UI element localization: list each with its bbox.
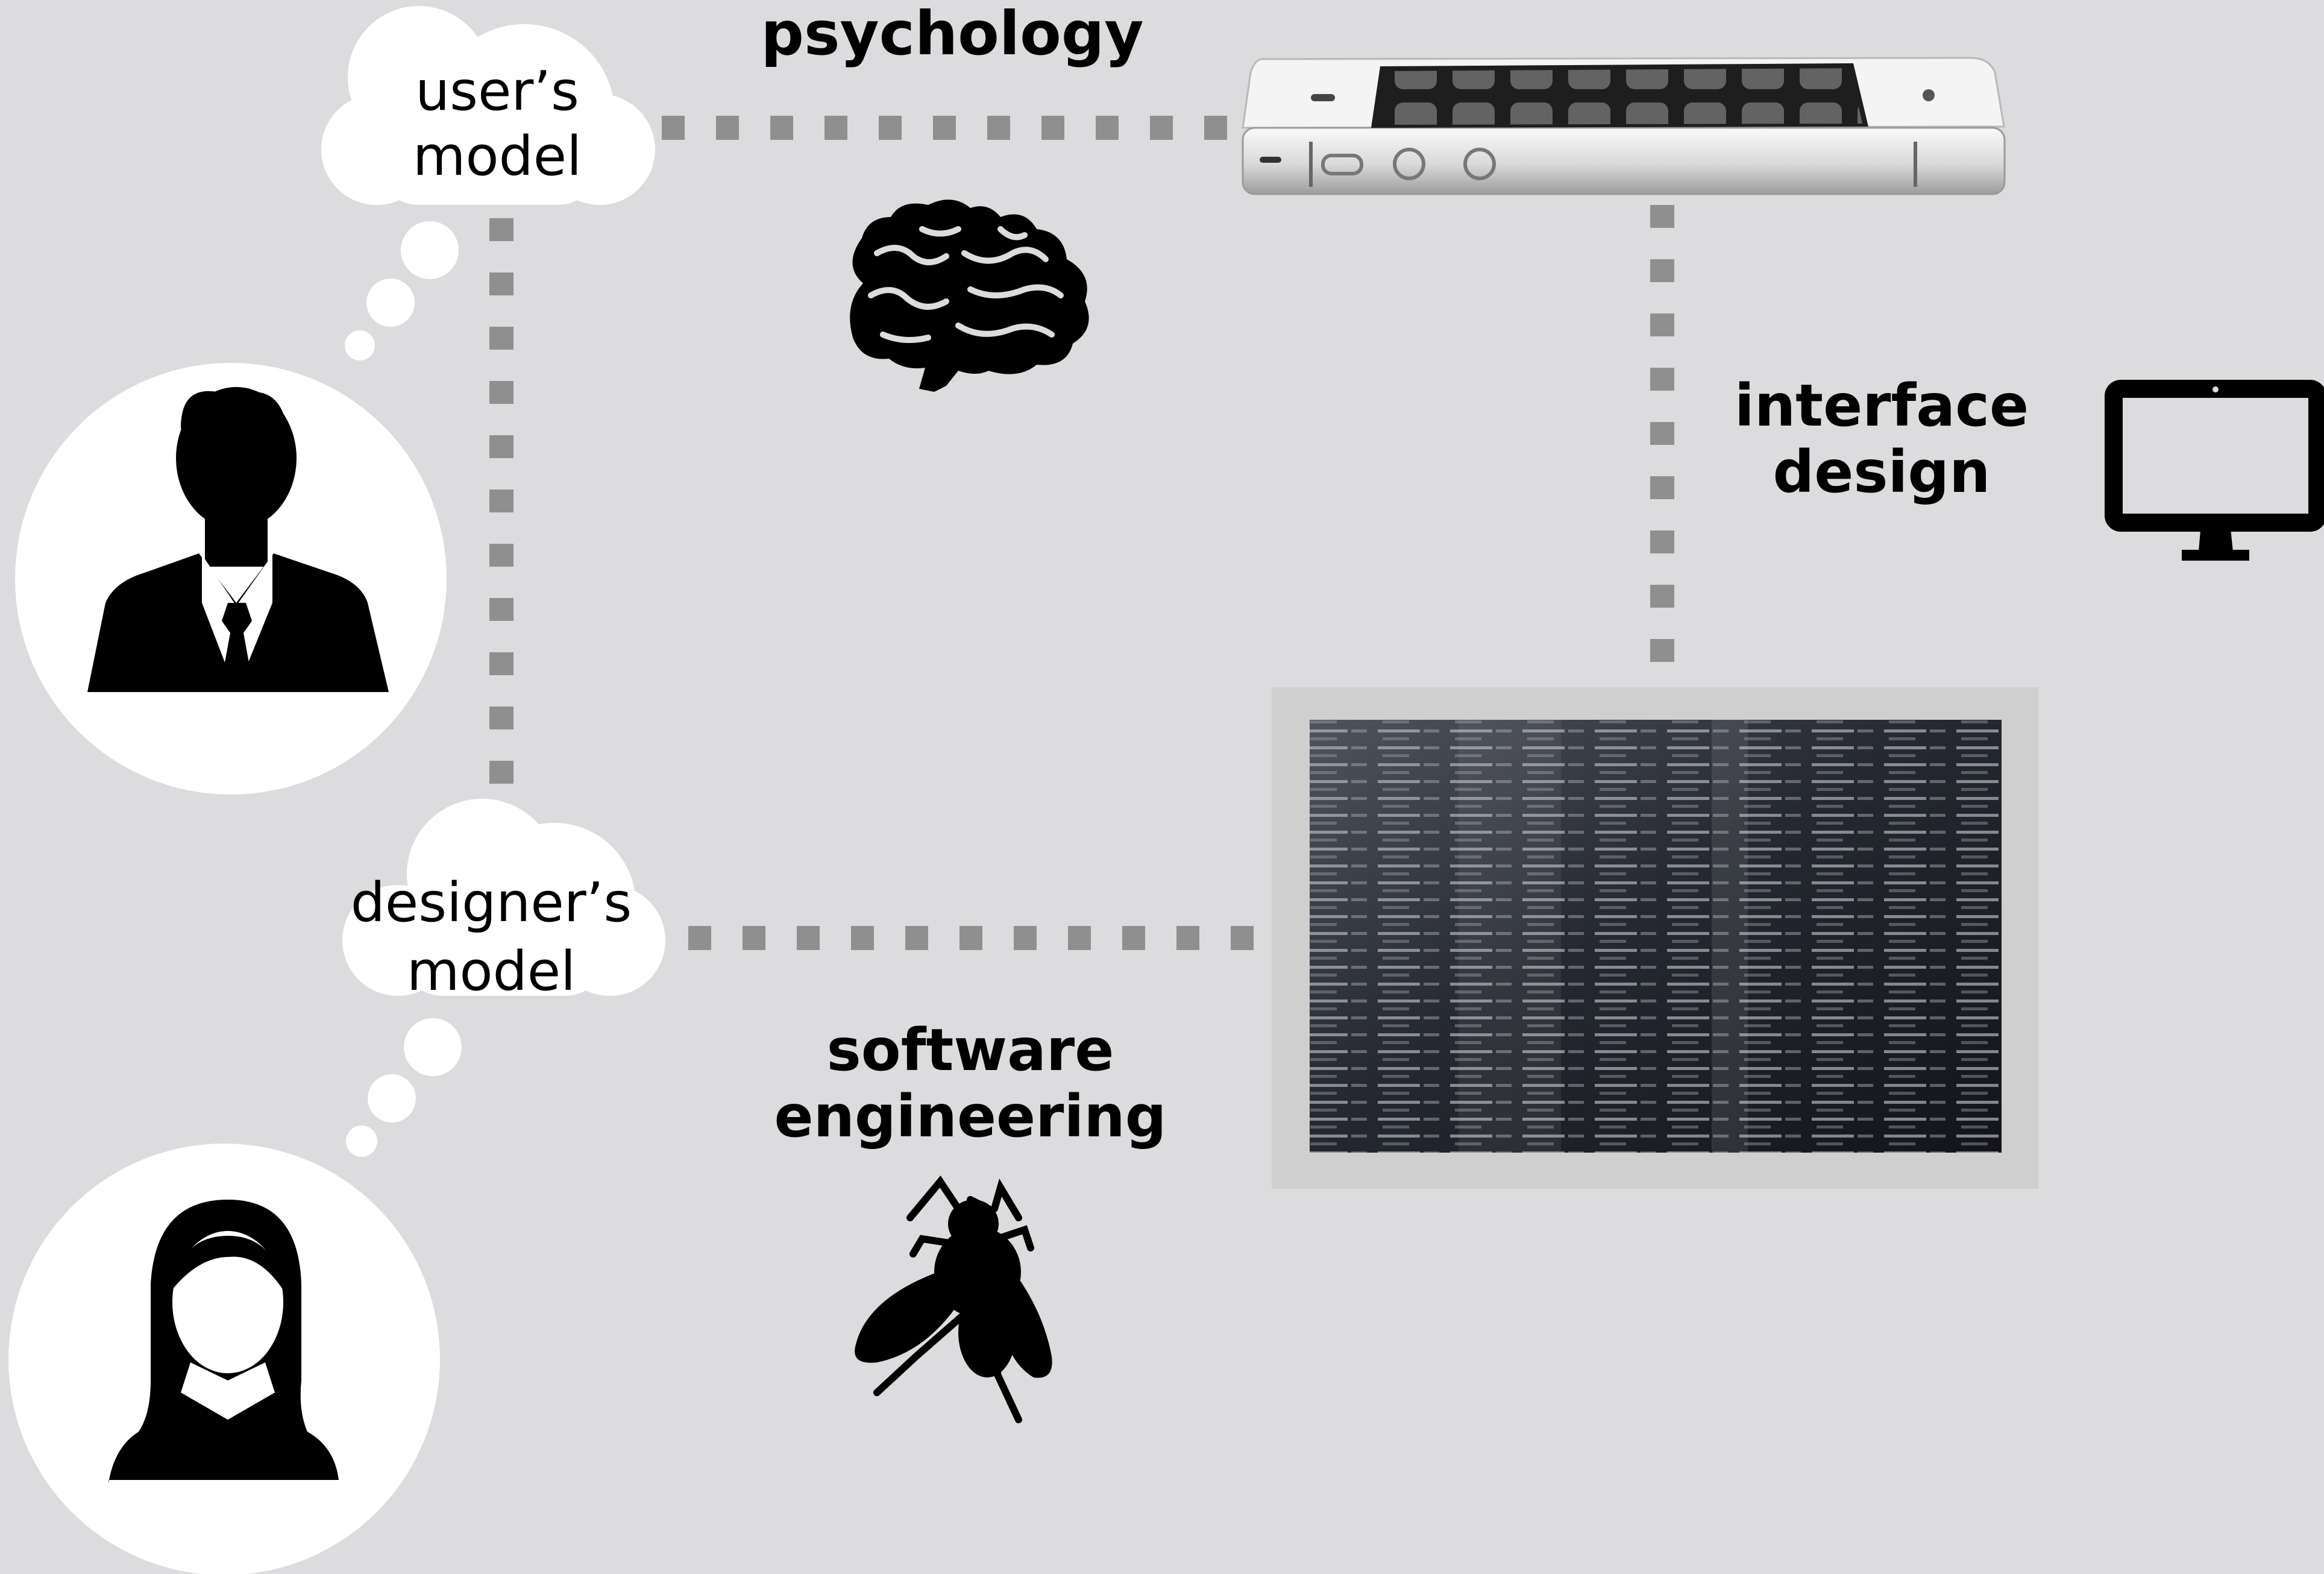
designers-model-label-line1: designer’s: [351, 871, 632, 934]
psychology-label: psychology: [761, 0, 1143, 69]
smartphone-image: [1242, 57, 2006, 195]
users-model-label-line2: model: [413, 125, 582, 188]
fly-icon: [855, 1175, 1052, 1423]
brain-icon: [850, 200, 1089, 392]
users-model-thought-bubbles: [345, 221, 459, 360]
designers-model-label-line2: model: [407, 940, 576, 1003]
users-model-label-line1: user’s: [415, 60, 579, 123]
designers-model-thought-bubbles: [346, 1018, 462, 1157]
male-user-avatar: [15, 363, 447, 795]
female-designer-avatar: [8, 1144, 440, 1574]
interface-design-label-line1: interface: [1735, 372, 2029, 439]
male-user-icon: [87, 387, 389, 692]
source-code-image: [1272, 687, 2038, 1189]
users-model-cloud: [321, 6, 655, 205]
software-engineering-label-line2: engineering: [774, 1083, 1167, 1150]
designers-model-cloud: [342, 799, 665, 996]
female-designer-icon: [108, 1200, 339, 1483]
software-engineering-label-line1: software: [827, 1016, 1114, 1084]
interface-design-label-line2: design: [1773, 438, 1991, 506]
monitor-icon: [2105, 380, 2324, 561]
